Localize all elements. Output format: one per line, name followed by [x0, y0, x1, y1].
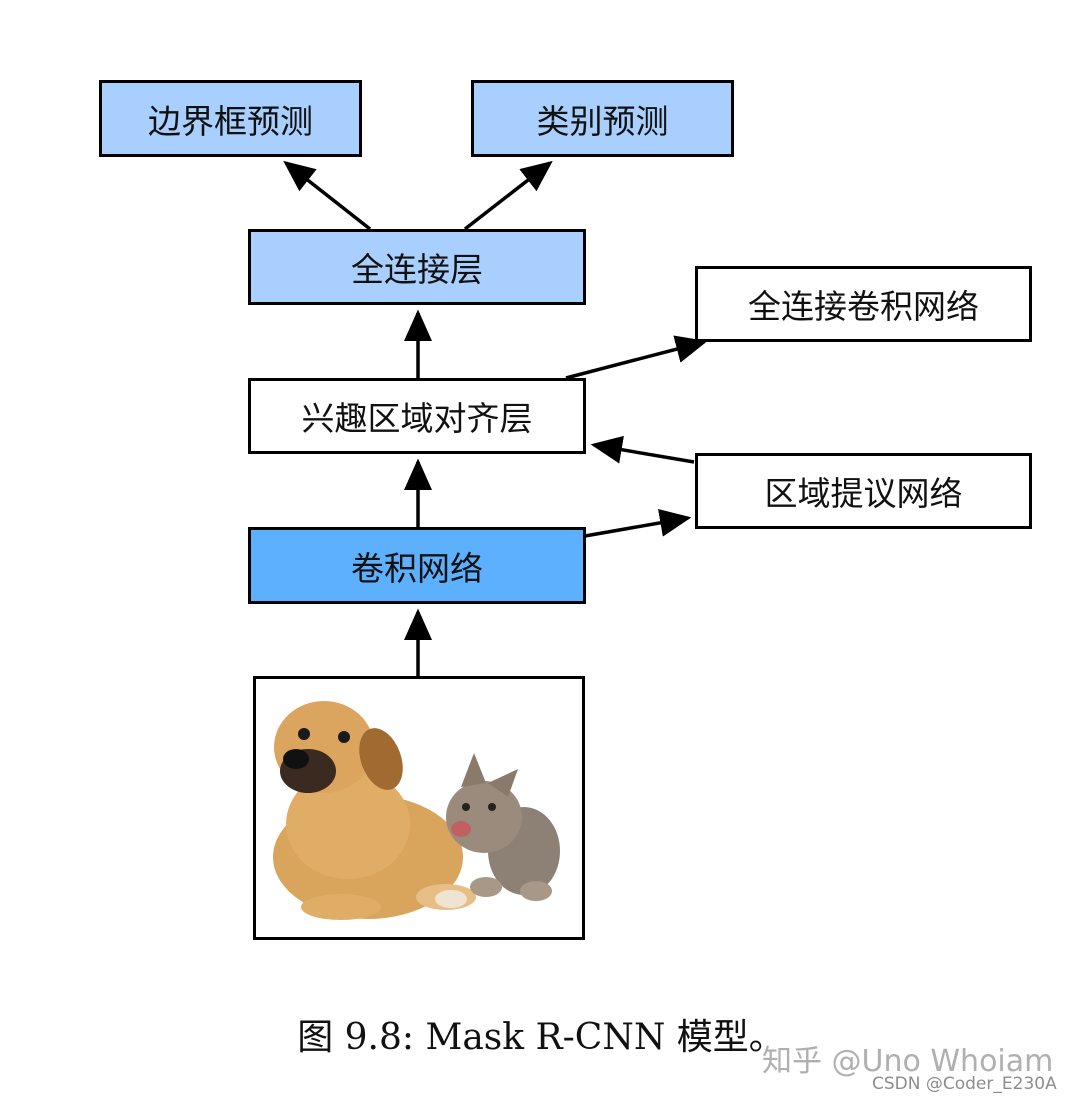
- arrow-fc-to-bbox: [283, 160, 372, 231]
- arrow-roi-to-fcn: [565, 335, 708, 380]
- cnn-node: 卷积网络: [248, 527, 586, 604]
- fcn-label: 全连接卷积网络: [748, 287, 979, 326]
- bbox-prediction-node: 边界框预测: [99, 80, 362, 157]
- roi-align-label: 兴趣区域对齐层: [301, 399, 533, 438]
- arrow-rpn-to-roi: [590, 435, 695, 464]
- arrow-cnn-to-rpn: [584, 509, 692, 538]
- cnn-label: 卷积网络: [351, 548, 483, 588]
- rpn-node: 区域提议网络: [695, 453, 1032, 529]
- zhihu-watermark: 知乎 @Uno Whoiam: [762, 1044, 1054, 1079]
- roi-align-node: 兴趣区域对齐层: [248, 378, 586, 454]
- cat-illustration: [446, 753, 560, 901]
- bbox-prediction-label: 边界框预测: [148, 101, 313, 141]
- csdn-watermark: CSDN @Coder_E230A: [872, 1074, 1057, 1094]
- class-prediction-label: 类别预测: [536, 101, 669, 141]
- figure-caption: 图 9.8: Mask R-CNN 模型。: [297, 1017, 785, 1058]
- fully-connected-label: 全连接层: [351, 250, 483, 289]
- fully-connected-node: 全连接层: [248, 229, 586, 305]
- dog-illustration: [273, 701, 476, 920]
- fcn-node: 全连接卷积网络: [695, 266, 1032, 342]
- input-image: [253, 676, 585, 940]
- dog-cat-illustration: [273, 701, 560, 920]
- arrow-fc-to-class: [463, 160, 553, 231]
- rpn-label: 区域提议网络: [764, 474, 963, 513]
- class-prediction-node: 类别预测: [471, 80, 734, 157]
